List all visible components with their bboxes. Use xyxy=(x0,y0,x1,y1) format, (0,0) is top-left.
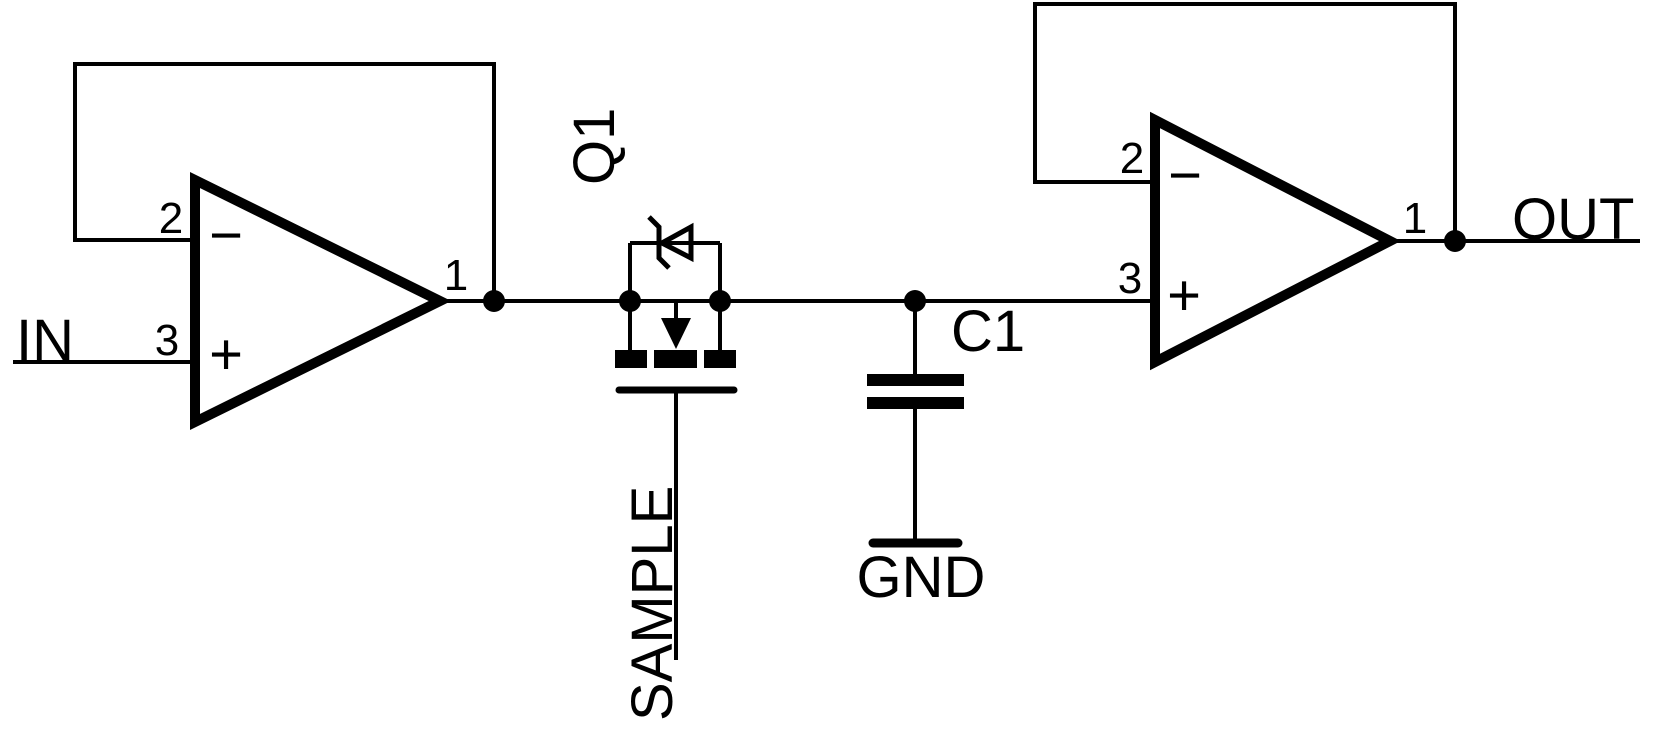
mosfet-drain-contact xyxy=(704,350,736,368)
opamp2-feedback-wire xyxy=(1033,2,1457,241)
opamp2-plus-icon: + xyxy=(1167,263,1201,328)
body-diode-icon xyxy=(647,215,694,270)
opamp-output-buffer: 2 3 1 − + OUT xyxy=(1033,2,1640,371)
q1-label: Q1 xyxy=(562,108,627,185)
out-label: OUT xyxy=(1512,187,1634,252)
substrate-arrow-icon xyxy=(661,301,691,349)
opamp-input-buffer: 2 3 1 − + IN xyxy=(13,62,496,431)
c1-hold-capacitor: C1 GND xyxy=(857,299,1026,610)
sample-label: SAMPLE xyxy=(620,486,685,721)
in-label: IN xyxy=(16,308,74,373)
opamp1-plus-icon: + xyxy=(209,322,243,387)
opamp1-feedback-wire xyxy=(73,62,496,301)
q1-analog-switch: Q1 SAMPLE xyxy=(562,108,738,721)
c1-label: C1 xyxy=(951,299,1025,364)
junction-dot-q1-left xyxy=(619,290,641,312)
opamp2-minus-icon: − xyxy=(1168,143,1202,208)
gnd-label: GND xyxy=(857,545,986,610)
mosfet-body-contact xyxy=(654,350,697,368)
opamp1-pin3-label: 3 xyxy=(155,316,179,365)
opamp2-pin3-label: 3 xyxy=(1118,254,1142,303)
opamp1-minus-icon: − xyxy=(209,203,243,268)
mosfet-source-contact xyxy=(615,350,647,368)
c1-top-plate xyxy=(867,374,964,386)
opamp1-pin1-label: 1 xyxy=(444,251,468,300)
opamp1-pin2-label: 2 xyxy=(159,194,183,243)
diode-triangle xyxy=(656,222,694,263)
junction-dot-q1-right xyxy=(709,290,731,312)
c1-bottom-plate xyxy=(867,397,964,409)
opamp1-triangle xyxy=(190,171,452,431)
opamp2-triangle xyxy=(1150,111,1401,371)
junction-dot-opamp2-output xyxy=(1444,230,1466,252)
opamp2-pin2-label: 2 xyxy=(1120,134,1144,183)
substrate-arrow-head xyxy=(661,318,691,349)
junction-dot-c1 xyxy=(904,290,926,312)
opamp2-pin1-label: 1 xyxy=(1403,194,1427,243)
junction-dot-opamp1-output xyxy=(483,290,505,312)
